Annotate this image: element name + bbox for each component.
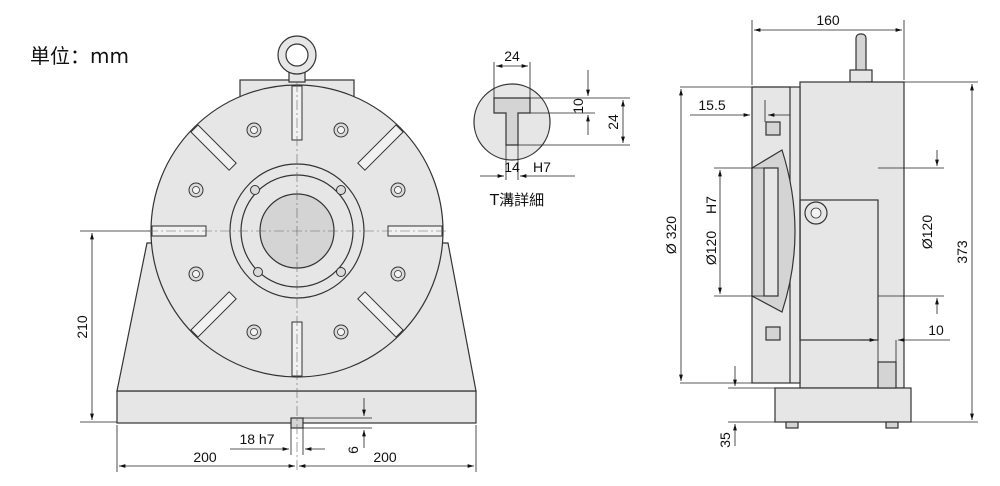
dim-bore-diameter-left: Ø120 [703,231,719,265]
dim-side-small: 10 [928,322,944,338]
dim-tslot-inner-depth: 10 [570,98,586,114]
side-handle [855,33,867,75]
tslot-caption: T溝詳細 [489,191,544,209]
dim-bore-diameter-right: Ø120 [919,215,935,249]
dim-base-height: 35 [717,432,733,448]
dim-front-width-right: 200 [373,449,397,465]
unit-label: 単位：mm [30,44,129,68]
dim-table-diameter: Ø 320 [663,216,679,254]
dim-tslot-total-depth: 24 [605,114,621,130]
eyebolt-icon [277,35,317,83]
front-hub-bolts [250,185,346,277]
front-outer-bolts [188,122,406,340]
side-base [774,387,912,423]
dim-tslot-tolerance: H7 [533,159,551,175]
front-view: 210 200 200 18 h7 6 [74,35,477,472]
dim-side-offset: 15.5 [698,97,725,113]
dim-tslot-top-width: 24 [504,48,520,64]
dim-key-width: 18 h7 [239,431,274,447]
dim-overall-height: 373 [954,240,970,264]
dim-front-height: 210 [74,315,90,339]
t-slot-detail: 24 10 24 14 H7 T溝詳細 [473,48,630,209]
dim-tslot-bottom-width: 14 [504,159,520,175]
dim-side-width: 160 [816,12,840,28]
side-body [799,81,905,389]
dim-front-width-left: 200 [193,449,217,465]
side-view: 160 15.5 Ø 320 H7 Ø120 Ø120 373 10 [663,12,978,448]
dim-bore-tolerance: H7 [703,196,719,214]
dim-key-height: 6 [345,446,361,454]
